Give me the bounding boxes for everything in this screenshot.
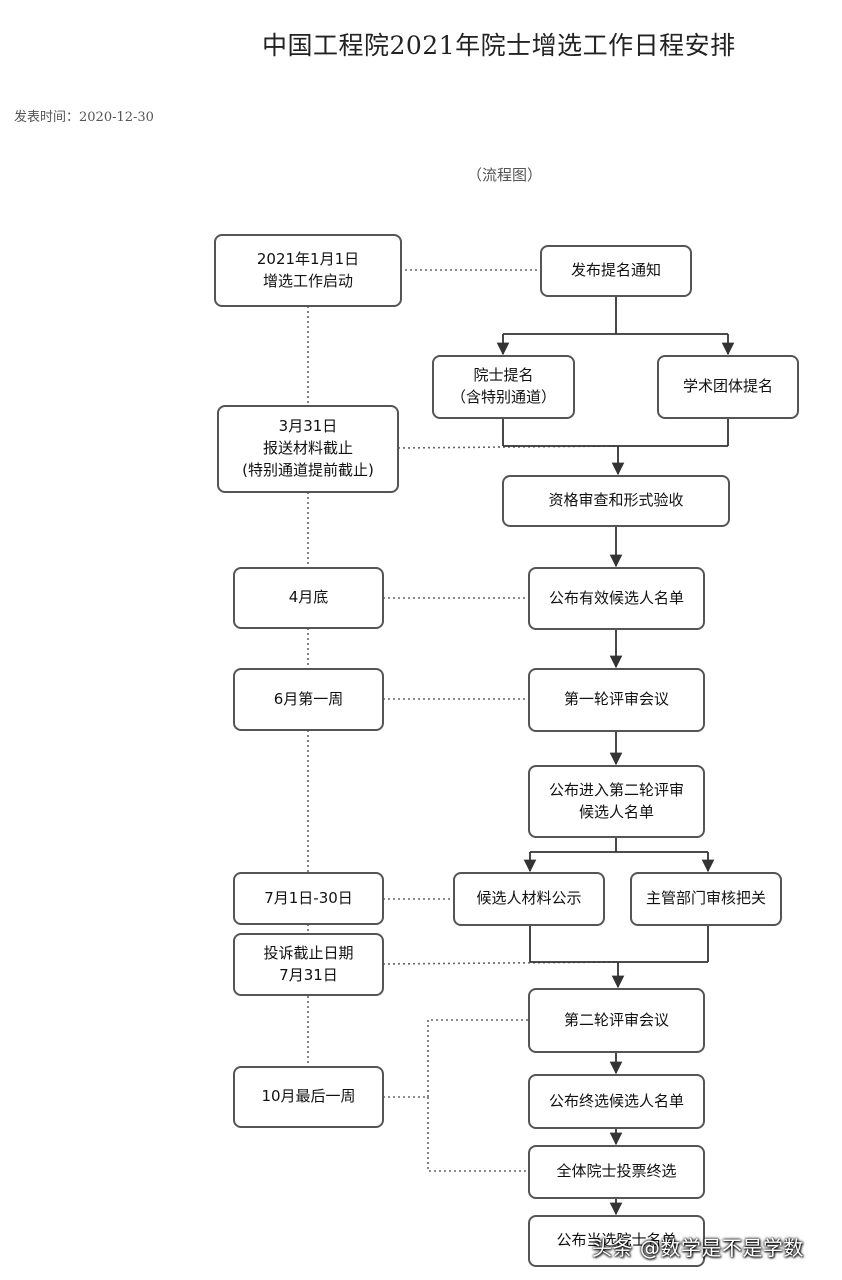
timeline-start-line-1: 2021年1月1日: [256, 249, 360, 268]
process-box-notice: 发布提名通知: [540, 245, 692, 297]
timeline-box-oct-last-week: 10月最后一周: [233, 1066, 384, 1128]
process-box-round1: 第一轮评审会议: [528, 668, 705, 732]
process-box-vote: 全体院士投票终选: [528, 1145, 705, 1199]
process-box-round2-list: 公布进入第二轮评审 候选人名单: [528, 765, 705, 838]
timeline-oct-line-1: 10月最后一周: [261, 1087, 356, 1106]
publish-date: 发表时间：2020-12-30: [14, 110, 154, 125]
timeline-box-start: 2021年1月1日 增选工作启动: [214, 234, 402, 307]
timeline-mar31-line-3: (特别通道提前截止): [242, 460, 374, 479]
process-box-dept-review: 主管部门审核把关: [630, 872, 782, 926]
process-round2-list-line-2: 候选人名单: [578, 802, 654, 821]
process-box-society-nomination: 学术团体提名: [657, 355, 799, 419]
timeline-start-line-2: 增选工作启动: [262, 271, 353, 290]
process-academician-line-1: 院士提名: [473, 366, 534, 385]
process-publicity-line-1: 候选人材料公示: [476, 889, 582, 908]
process-academician-line-2: （含特别通道）: [450, 388, 556, 406]
process-valid-list-line-1: 公布有效候选人名单: [548, 588, 684, 607]
diagram-subtitle: （流程图）: [467, 166, 543, 184]
process-box-final-list: 公布终选候选人名单: [528, 1074, 705, 1129]
process-round2-list-line-1: 公布进入第二轮评审: [548, 780, 684, 799]
process-box-elected-list: 公布当选院士名单: [528, 1215, 705, 1267]
process-elected-list-line-1: 公布当选院士名单: [556, 1231, 677, 1250]
timeline-box-apr-end: 4月底: [233, 567, 384, 629]
page-title: 中国工程院2021年院士增选工作日程安排: [262, 31, 736, 60]
process-notice-line-1: 发布提名通知: [570, 261, 661, 280]
process-box-academician-nomination: 院士提名 （含特别通道）: [432, 355, 575, 419]
watermark: 头条 @数学是不是学数: [592, 1236, 804, 1260]
timeline-jul31-line-2: 7月31日: [279, 965, 338, 984]
timeline-jul1-30-line-1: 7月1日-30日: [264, 888, 353, 907]
timeline-box-jul31: 投诉截止日期 7月31日: [233, 933, 384, 996]
process-arrows: [496, 296, 735, 1216]
process-box-valid-list: 公布有效候选人名单: [528, 567, 705, 630]
timeline-box-jun-week1: 6月第一周: [233, 668, 384, 731]
timeline-box-mar31: 3月31日 报送材料截止 (特别通道提前截止): [217, 405, 399, 493]
process-box-qualification-review: 资格审查和形式验收: [502, 475, 730, 527]
timeline-jun-week1-line-1: 6月第一周: [273, 689, 344, 708]
process-box-round2: 第二轮评审会议: [528, 988, 705, 1053]
process-vote-line-1: 全体院士投票终选: [556, 1162, 677, 1181]
timeline-jul31-line-1: 投诉截止日期: [263, 943, 354, 962]
process-society-line-1: 学术团体提名: [682, 377, 773, 396]
process-round1-line-1: 第一轮评审会议: [563, 690, 669, 709]
timeline-mar31-line-1: 3月31日: [278, 417, 338, 436]
timeline-box-jul1-30: 7月1日-30日: [233, 872, 384, 925]
process-box-publicity: 候选人材料公示: [453, 872, 605, 926]
process-final-list-line-1: 公布终选候选人名单: [548, 1091, 684, 1110]
process-round2-line-1: 第二轮评审会议: [563, 1010, 669, 1029]
process-qualification-line-1: 资格审查和形式验收: [548, 491, 684, 510]
timeline-apr-end-line-1: 4月底: [288, 588, 329, 607]
timeline-mar31-line-2: 报送材料截止: [262, 439, 353, 458]
process-dept-review-line-1: 主管部门审核把关: [645, 889, 766, 908]
